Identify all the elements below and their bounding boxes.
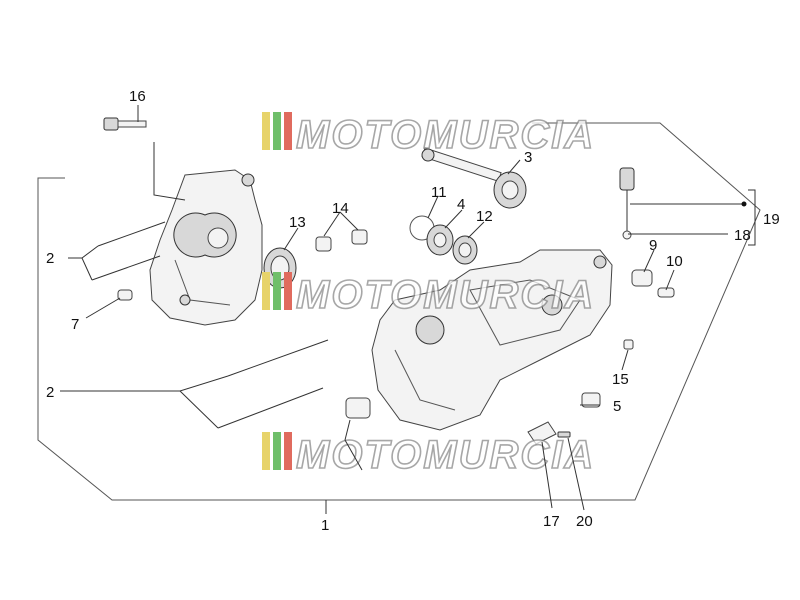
oil-dipstick: [619, 167, 635, 240]
shaft-bearing: [493, 171, 527, 209]
right-crankcase-half: [371, 249, 613, 431]
watermark-text: MOTOMURCIA: [296, 433, 595, 477]
stud-pair-lower: [217, 339, 329, 429]
stripe-2: [273, 432, 281, 470]
callout-10: 10: [666, 253, 683, 270]
stripe-2: [273, 272, 281, 310]
callout-2-upper: 2: [46, 250, 54, 267]
callout-9: 9: [649, 237, 657, 254]
stripe-3: [284, 272, 292, 310]
crank-bearing: [426, 224, 454, 256]
callout-2-lower: 2: [46, 384, 54, 401]
callout-18: 18: [734, 227, 751, 244]
leader-dot: [741, 201, 747, 207]
stripe-1: [262, 272, 270, 310]
callout-3: 3: [524, 149, 532, 166]
crankcase-bolt: [103, 117, 147, 131]
large-bushing: [345, 397, 371, 419]
watermark-text: MOTOMURCIA: [296, 273, 595, 317]
stripe-3: [284, 112, 292, 150]
callout-4: 4: [457, 196, 465, 213]
watermark-text: MOTOMURCIA: [296, 113, 595, 157]
callout-20: 20: [576, 513, 593, 530]
assembly-outline: [37, 122, 761, 501]
callout-5: 5: [613, 398, 621, 415]
stripe-1: [262, 112, 270, 150]
leader-lines: [60, 105, 756, 514]
bracket-and-screw: [527, 421, 571, 445]
callout-labels: 1 2 2 3 4 5 7 9 10 11 12 13 14 15 16 17 …: [46, 88, 780, 534]
callout-11: 11: [431, 184, 447, 201]
left-crankcase-half: [149, 169, 263, 326]
stud-pair-upper: [91, 221, 166, 281]
stripe-2: [273, 112, 281, 150]
callout-7: 7: [71, 316, 79, 333]
small-pin: [623, 339, 634, 350]
bushing-lower: [581, 392, 601, 408]
callout-17: 17: [543, 513, 560, 530]
bushing-right: [631, 269, 653, 287]
callout-1: 1: [321, 517, 329, 534]
callout-15: 15: [612, 371, 629, 388]
watermark-bottom: MOTOMURCIA: [262, 432, 595, 478]
watermark-top: MOTOMURCIA: [262, 112, 595, 158]
dowel-pin-right: [657, 287, 675, 298]
callout-19: 19: [763, 211, 780, 228]
callout-14: 14: [332, 200, 349, 217]
callout-12: 12: [476, 208, 493, 225]
bushings: [315, 229, 368, 252]
oil-seal-right: [452, 235, 478, 265]
stripe-3: [284, 432, 292, 470]
watermark-middle: MOTOMURCIA: [262, 272, 595, 318]
callout-16: 16: [129, 88, 146, 105]
callout-13: 13: [289, 214, 306, 231]
dowel-pin-left: [117, 289, 133, 301]
stripe-1: [262, 432, 270, 470]
